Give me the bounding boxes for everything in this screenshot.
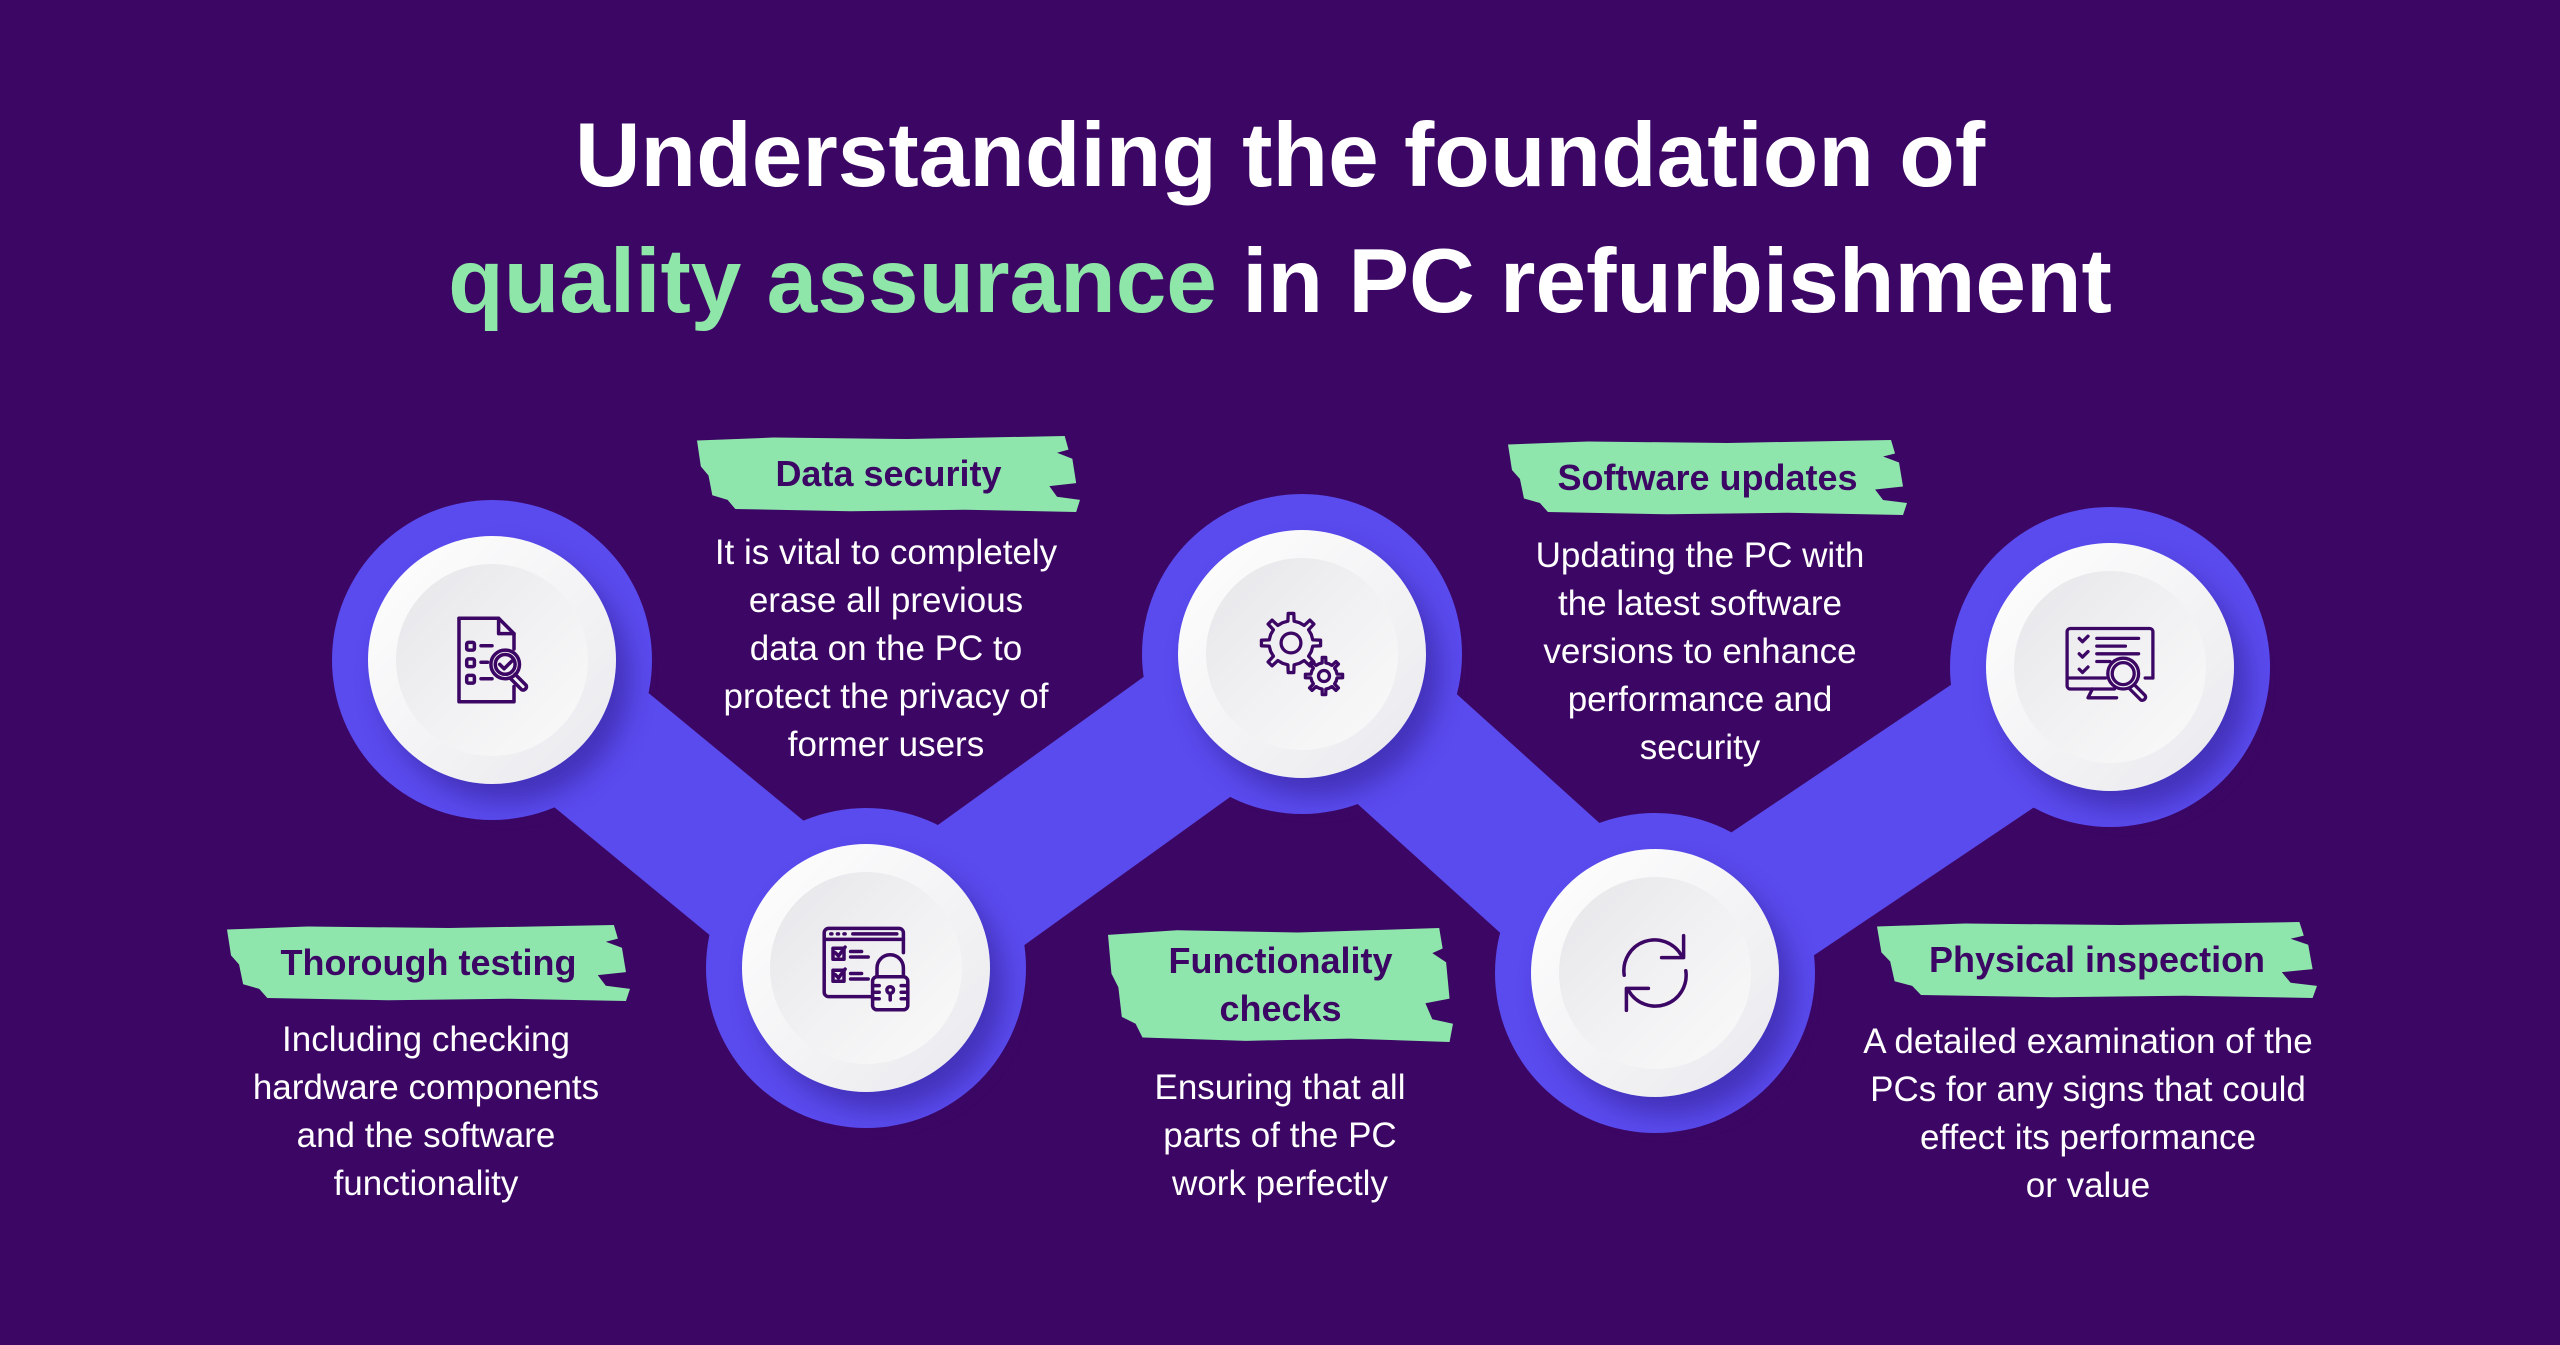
title-line-2: quality assurance in PC refurbishment xyxy=(0,236,2560,327)
title-line-1: Understanding the foundation of xyxy=(574,105,1986,206)
label-text: Physical inspection xyxy=(1928,939,2266,980)
desc-line: parts of the PC xyxy=(1163,1116,1397,1155)
refresh-icon xyxy=(1622,933,1688,1013)
desc-line: performance and xyxy=(1567,680,1833,719)
step-label-functionality-checks: Functionality checks xyxy=(1108,928,1453,1042)
desc-line: PCs for any signs that could xyxy=(1870,1070,2306,1109)
browser-checklist-lock-icon xyxy=(822,926,910,1012)
node-inner xyxy=(2014,571,2206,763)
desc-line: erase all previous xyxy=(748,581,1024,620)
desc-line: protect the privacy of xyxy=(723,677,1049,716)
desc-line: It is vital to completely xyxy=(714,533,1058,572)
label-text-line-1: Functionality xyxy=(1168,940,1393,981)
desc-line: Updating the PC with xyxy=(1535,536,1865,575)
step-node-functionality-checks xyxy=(1178,530,1426,778)
step-label-data-security: Data security xyxy=(697,436,1080,512)
label-text: Data security xyxy=(775,453,1002,494)
brush-highlight xyxy=(1508,440,1907,515)
desc-line: security xyxy=(1639,728,1761,767)
desc-line: A detailed examination of the xyxy=(1863,1022,2313,1061)
desc-line: work perfectly xyxy=(1172,1164,1388,1203)
label-text: Thorough testing xyxy=(280,942,577,983)
step-node-data-security xyxy=(742,844,990,1092)
desc-line: hardware components xyxy=(252,1068,600,1107)
step-label-thorough-testing: Thorough testing xyxy=(227,925,630,1001)
brush-highlight xyxy=(1108,928,1453,1042)
step-description-thorough-testing: Including checking hardware components a… xyxy=(226,1016,626,1208)
step-node-software-updates xyxy=(1531,849,1779,1097)
title-accent: quality assurance xyxy=(448,231,1217,332)
desc-line: Including checking xyxy=(282,1020,570,1059)
node-inner xyxy=(396,564,588,756)
step-label-software-updates: Software updates xyxy=(1508,440,1907,515)
desc-line: or value xyxy=(2025,1166,2151,1205)
node-inner xyxy=(770,872,962,1064)
label-text: Software updates xyxy=(1557,456,1858,498)
desc-line: functionality xyxy=(333,1164,519,1203)
brush-highlight xyxy=(1877,922,2317,998)
title-rest: in PC refurbishment xyxy=(1216,231,2112,332)
step-node-thorough-testing xyxy=(368,536,616,784)
step-label-physical-inspection: Physical inspection xyxy=(1877,922,2317,998)
step-node-physical-inspection xyxy=(1986,543,2234,791)
desc-line: data on the PC to xyxy=(749,629,1023,668)
step-description-functionality-checks: Ensuring that all parts of the PC work p… xyxy=(1080,1064,1480,1208)
gears-icon xyxy=(1259,611,1345,697)
desc-line: Ensuring that all xyxy=(1154,1068,1406,1107)
node-inner xyxy=(1559,877,1751,1069)
node-inner xyxy=(1206,558,1398,750)
monitor-inspection-icon xyxy=(2065,626,2155,702)
step-description-physical-inspection: A detailed examination of the PCs for an… xyxy=(1848,1018,2328,1210)
desc-line: and the software xyxy=(296,1116,556,1155)
checklist-magnifier-icon xyxy=(457,616,529,704)
label-text-line-2: checks xyxy=(1219,988,1342,1029)
brush-highlight xyxy=(697,436,1080,512)
small-gear xyxy=(1303,655,1345,697)
desc-line: effect its performance xyxy=(1920,1118,2256,1157)
brush-highlight xyxy=(227,925,630,1001)
desc-line: the latest software xyxy=(1557,584,1843,623)
desc-line: versions to enhance xyxy=(1543,632,1857,671)
desc-line: former users xyxy=(787,725,985,764)
step-description-data-security: It is vital to completely erase all prev… xyxy=(686,529,1086,769)
step-description-software-updates: Updating the PC with the latest software… xyxy=(1500,532,1900,772)
